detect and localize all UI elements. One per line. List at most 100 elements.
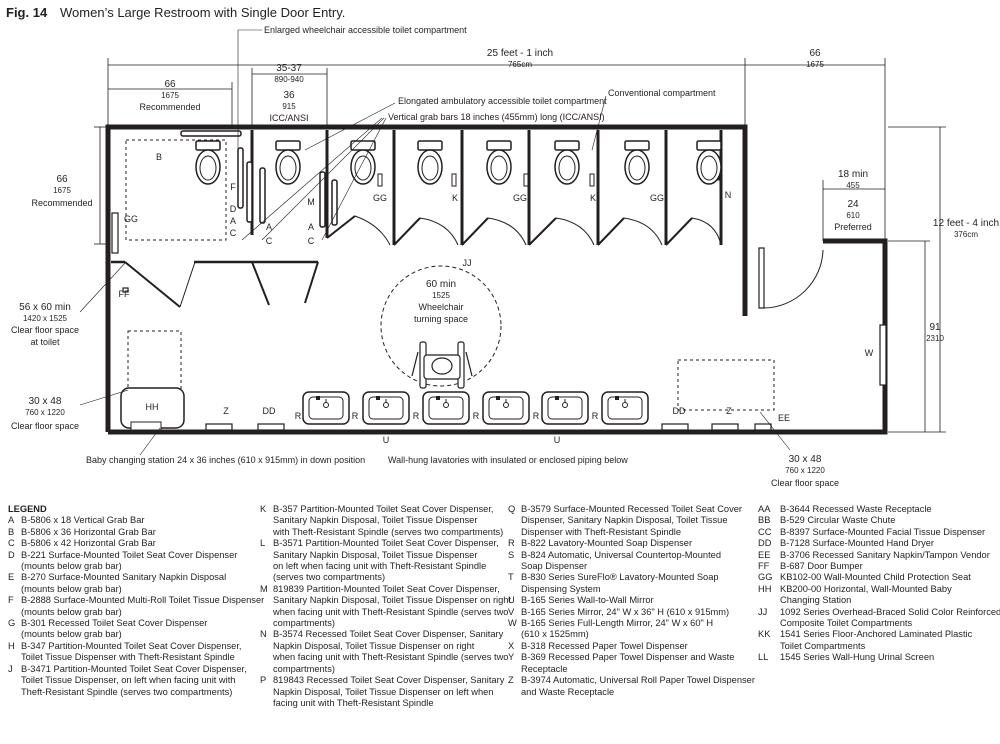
legend-description: B-7128 Surface-Mounted Hand Dryer <box>780 538 934 549</box>
svg-text:GG: GG <box>124 214 138 224</box>
legend-item: JJ 1092 Series Overhead-Braced Solid Colo… <box>758 607 1000 630</box>
svg-text:EE: EE <box>778 413 790 423</box>
svg-text:25 feet - 1 inch: 25 feet - 1 inch <box>487 48 553 59</box>
legend-code: V <box>508 606 515 617</box>
svg-text:1420 x 1525: 1420 x 1525 <box>23 314 68 323</box>
legend-code: X <box>508 640 515 651</box>
legend-code: CC <box>758 526 772 537</box>
svg-text:890-940: 890-940 <box>274 75 304 84</box>
svg-text:1675: 1675 <box>53 186 71 195</box>
svg-text:M: M <box>307 197 315 207</box>
svg-text:R: R <box>413 411 420 421</box>
dimension-labels: 25 feet - 1 inch 765cm 66 1675 66 1675 R… <box>11 48 999 488</box>
hand-dryer-right <box>661 423 689 431</box>
legend-description: B-369 Recessed Paper Towel Dispenser and… <box>521 652 735 674</box>
legend-code: R <box>508 538 515 549</box>
legend-code: AA <box>758 504 771 514</box>
svg-text:1675: 1675 <box>806 60 824 69</box>
legend-description: KB200-00 Horizontal, Wall-Mounted Baby C… <box>780 583 952 606</box>
legend-description: KB102-00 Wall-Mounted Child Protection S… <box>780 572 971 583</box>
svg-text:DD: DD <box>263 406 276 416</box>
legend-code: T <box>508 572 514 583</box>
legend-item: GG KB102-00 Wall-Mounted Child Protection… <box>758 572 1000 583</box>
legend-code: L <box>260 538 266 549</box>
legend-code: B <box>8 526 15 537</box>
legend-code: F <box>8 595 14 606</box>
svg-text:GG: GG <box>373 193 387 203</box>
svg-text:91: 91 <box>929 322 941 333</box>
legend-description: B-5806 x 42 Horizontal Grab Bar <box>21 538 156 549</box>
child-seat-left <box>111 212 119 254</box>
legend-title: LEGEND <box>8 504 47 514</box>
legend-code: FF <box>758 561 770 572</box>
figure-title: Women’s Large Restroom with Single Door … <box>60 5 345 20</box>
svg-text:Z: Z <box>223 406 229 416</box>
svg-text:GG: GG <box>513 193 527 203</box>
full-length-mirror <box>879 324 887 386</box>
callout-elongated: Elongated ambulatory accessible toilet c… <box>398 96 607 106</box>
svg-text:ICC/ANSI: ICC/ANSI <box>269 113 308 123</box>
svg-text:30 x 48: 30 x 48 <box>29 396 62 407</box>
legend-item: Q B-3579 Surface-Mounted Recessed Toilet … <box>508 504 755 538</box>
callout-enlarged: Enlarged wheelchair accessible toilet co… <box>264 25 467 35</box>
legend-code: K <box>260 504 267 514</box>
legend-description: B-3571 Partition-Mounted Toilet Seat Cov… <box>273 538 499 583</box>
legend-description: B-2888 Surface-Mounted Multi-Roll Toilet… <box>21 595 265 617</box>
svg-text:HH: HH <box>146 402 159 412</box>
legend-code: A <box>8 515 15 526</box>
svg-text:36: 36 <box>283 90 295 101</box>
legend-description: B-165 Series Full-Length Mirror, 24" W x… <box>521 618 714 640</box>
svg-text:Clear floor space: Clear floor space <box>11 421 79 431</box>
legend-code: S <box>508 549 515 560</box>
legend-description: B-822 Lavatory-Mounted Soap Dispenser <box>521 538 693 549</box>
svg-text:C: C <box>230 228 237 238</box>
towel-dispenser-right <box>711 423 739 431</box>
legend-item: HH KB200-00 Horizontal, Wall-Mounted Baby… <box>758 584 1000 607</box>
legend-code: Z <box>508 675 514 686</box>
legend-code: Q <box>508 504 516 514</box>
legend-description: B-318 Recessed Paper Towel Dispenser <box>521 640 688 651</box>
svg-text:Preferred: Preferred <box>834 222 872 232</box>
legend-code: P <box>260 675 267 686</box>
svg-text:915: 915 <box>282 102 296 111</box>
legend-code: LL <box>758 652 769 663</box>
svg-text:455: 455 <box>846 181 860 190</box>
legend-item: X B-318 Recessed Paper Towel Dispenser <box>508 641 755 652</box>
legend-code: Y <box>508 652 515 663</box>
svg-text:R: R <box>592 411 599 421</box>
callout-baby-station: Baby changing station 24 x 36 inches (61… <box>86 455 365 465</box>
fixture-tags: B GG FF HH Z DD DD Z EE W N GG GG GG K K… <box>119 152 874 445</box>
svg-text:Clear floor space: Clear floor space <box>11 325 79 335</box>
svg-text:Recommended: Recommended <box>31 198 92 208</box>
svg-text:GG: GG <box>650 193 664 203</box>
svg-text:K: K <box>452 193 458 203</box>
napkin-vendor <box>754 423 772 431</box>
svg-text:R: R <box>473 411 480 421</box>
svg-text:B: B <box>156 152 162 162</box>
door-bumper <box>122 287 129 293</box>
legend-code: DD <box>758 538 772 549</box>
legend-code: HH <box>758 583 772 594</box>
legend-item: R B-822 Lavatory-Mounted Soap Dispenser <box>508 538 755 549</box>
legend-code: JJ <box>758 606 768 617</box>
legend-description: 1092 Series Overhead-Braced Solid Color … <box>780 606 1000 629</box>
svg-text:1675: 1675 <box>161 91 179 100</box>
svg-text:R: R <box>533 411 540 421</box>
legend-code: GG <box>758 572 773 583</box>
legend-description: B-3579 Surface-Mounted Recessed Toilet S… <box>521 504 743 537</box>
svg-text:D: D <box>230 204 237 214</box>
